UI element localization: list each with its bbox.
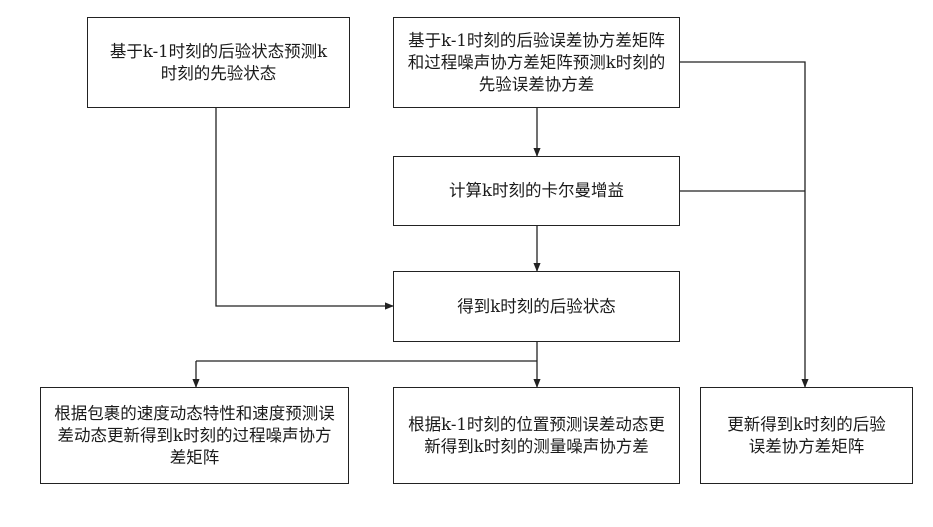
arrow-prior-state-to-posterior-state bbox=[216, 108, 393, 306]
box-posterior-state-text: 得到k时刻的后验状态 bbox=[457, 296, 616, 318]
box-prior-covariance: 基于k-1时刻的后验误差协方差矩阵和过程噪声协方差矩阵预测k时刻的先验误差协方差 bbox=[393, 17, 680, 108]
box-posterior-covariance: 更新得到k时刻的后验误差协方差矩阵 bbox=[700, 387, 913, 484]
arrow-prior-cov-to-posterior-cov bbox=[680, 62, 805, 387]
box-posterior-covariance-text: 更新得到k时刻的后验误差协方差矩阵 bbox=[722, 414, 892, 458]
box-prior-covariance-text: 基于k-1时刻的后验误差协方差矩阵和过程噪声协方差矩阵预测k时刻的先验误差协方差 bbox=[403, 30, 671, 96]
box-prior-state-text: 基于k-1时刻的后验状态预测k时刻的先验状态 bbox=[109, 41, 329, 85]
box-measurement-noise-text: 根据k-1时刻的位置预测误差动态更新得到k时刻的测量噪声协方差 bbox=[403, 414, 671, 458]
box-process-noise-text: 根据包裹的速度动态特性和速度预测误差动态更新得到k时刻的过程噪声协方差矩阵 bbox=[52, 403, 337, 469]
box-kalman-gain-text: 计算k时刻的卡尔曼增益 bbox=[449, 180, 624, 202]
box-measurement-noise: 根据k-1时刻的位置预测误差动态更新得到k时刻的测量噪声协方差 bbox=[393, 387, 680, 484]
box-kalman-gain: 计算k时刻的卡尔曼增益 bbox=[393, 156, 680, 226]
box-posterior-state: 得到k时刻的后验状态 bbox=[393, 271, 680, 342]
box-prior-state: 基于k-1时刻的后验状态预测k时刻的先验状态 bbox=[87, 17, 350, 108]
box-process-noise: 根据包裹的速度动态特性和速度预测误差动态更新得到k时刻的过程噪声协方差矩阵 bbox=[40, 387, 349, 484]
